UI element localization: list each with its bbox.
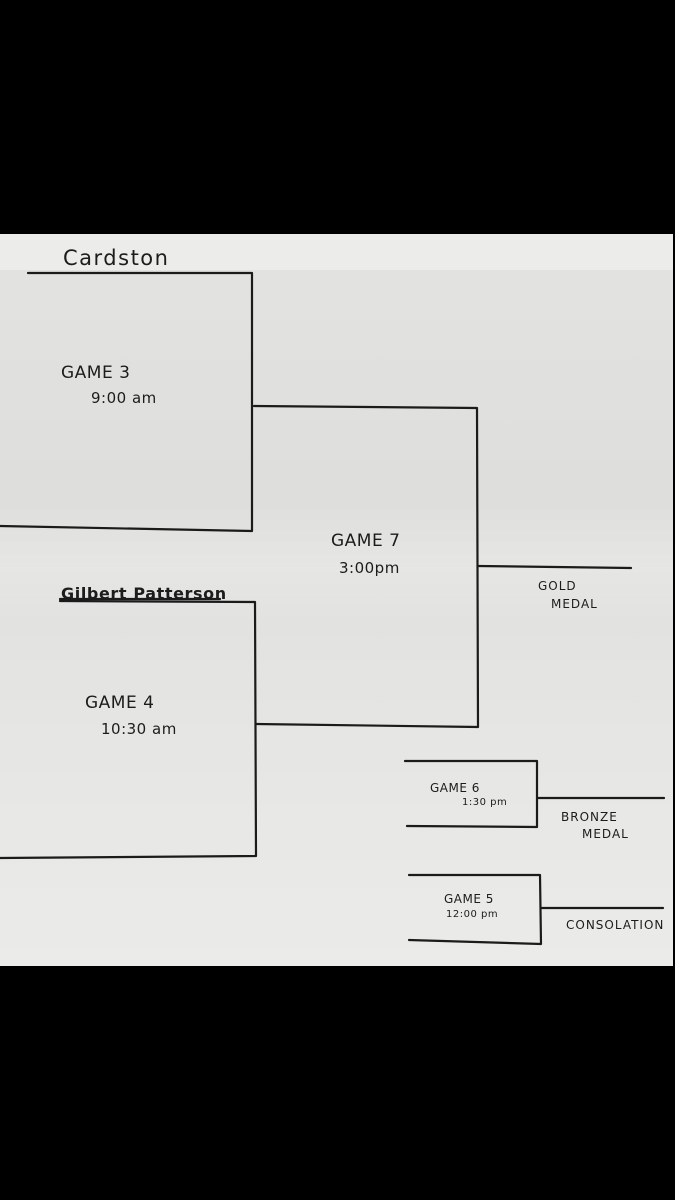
- bronze-label-line2: MEDAL: [582, 827, 629, 841]
- game5-bracket: [407, 873, 543, 946]
- bracket-lines: [0, 271, 666, 946]
- game4-label: GAME 4: [85, 693, 155, 713]
- consolation-label: CONSOLATION: [566, 918, 665, 932]
- game7-bracket: [252, 404, 480, 729]
- game6-bracket: [403, 759, 539, 829]
- game3-label: GAME 3: [61, 363, 131, 383]
- game7-time: 3:00pm: [339, 559, 400, 577]
- bracket-paper: Cardston Gilbert Patterson GAME 3 9:00 a…: [0, 234, 673, 966]
- game5-label: GAME 5: [444, 892, 494, 906]
- team-gilbert-patterson: Gilbert Patterson: [61, 584, 227, 603]
- game7-label: GAME 7: [331, 531, 401, 551]
- game3-bracket: [0, 271, 254, 533]
- game6-time: 1:30 pm: [462, 797, 508, 808]
- game5-time: 12:00 pm: [446, 909, 499, 920]
- game6-label: GAME 6: [430, 781, 480, 795]
- gold-label-line1: GOLD: [538, 579, 577, 593]
- team-cardston: Cardston: [63, 246, 170, 270]
- gold-label-line2: MEDAL: [551, 597, 598, 611]
- game3-time: 9:00 am: [91, 389, 157, 407]
- bronze-label-line1: BRONZE: [561, 810, 618, 824]
- game4-time: 10:30 am: [101, 720, 177, 738]
- gold-medal-line: [476, 564, 633, 570]
- game4-bracket: [0, 599, 258, 860]
